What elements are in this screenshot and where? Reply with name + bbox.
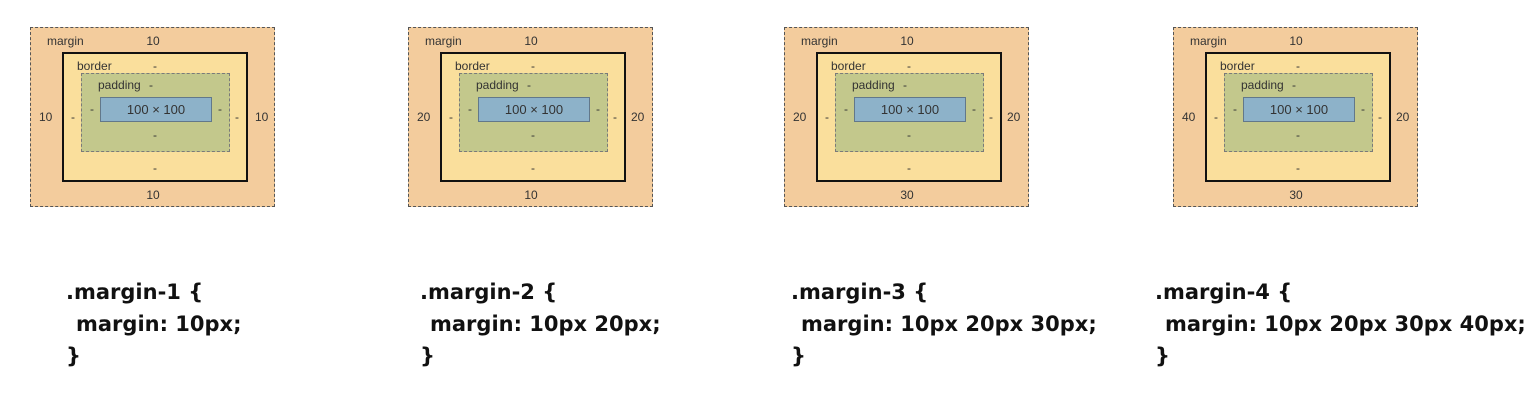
border-left-value: - (825, 110, 829, 124)
border-box: border - - - - padding - - - - 100 × 100 (440, 52, 626, 182)
padding-box: padding - - - - 100 × 100 (81, 73, 230, 152)
margin-left-value: 20 (417, 110, 431, 124)
border-bottom-value: - (907, 161, 911, 175)
css-rule-margin-4: .margin-4 { margin: 10px 20px 30px 40px;… (1155, 276, 1526, 372)
css-closing-brace: } (791, 344, 806, 368)
css-rule-margin-3: .margin-3 { margin: 10px 20px 30px; } (791, 276, 1097, 372)
padding-top-value: - (1292, 78, 1296, 92)
padding-label: padding (98, 78, 141, 92)
padding-left-value: - (844, 102, 848, 116)
margin-box: margin 10 40 20 30 border - - - - paddin… (1173, 27, 1418, 207)
css-selector: .margin-4 { (1155, 280, 1293, 304)
margin-box: margin 10 20 20 30 border - - - - paddin… (784, 27, 1029, 207)
border-top-value: - (1296, 59, 1300, 73)
css-selector: .margin-1 { (66, 280, 204, 304)
margin-right-value: 10 (255, 110, 269, 124)
margin-left-value: 40 (1182, 110, 1196, 124)
content-box: 100 × 100 (100, 97, 212, 122)
padding-box: padding - - - - 100 × 100 (835, 73, 984, 152)
padding-left-value: - (90, 102, 94, 116)
border-top-value: - (907, 59, 911, 73)
border-top-value: - (531, 59, 535, 73)
css-selector: .margin-3 { (791, 280, 929, 304)
box-model-panel-4: margin 10 40 20 30 border - - - - paddin… (1142, 0, 1526, 400)
css-declaration: margin: 10px 20px 30px; (801, 312, 1097, 336)
padding-bottom-value: - (1296, 128, 1300, 142)
border-label: border (831, 59, 866, 73)
border-right-value: - (235, 110, 239, 124)
css-declaration: margin: 10px 20px 30px 40px; (1165, 312, 1526, 336)
padding-top-value: - (903, 78, 907, 92)
margin-label: margin (425, 34, 462, 48)
margin-label: margin (801, 34, 838, 48)
content-box: 100 × 100 (1243, 97, 1355, 122)
css-declaration: margin: 10px 20px; (430, 312, 661, 336)
margin-bottom-value: 10 (146, 188, 160, 202)
border-box: border - - - - padding - - - - 100 × 100 (62, 52, 248, 182)
padding-right-value: - (1361, 102, 1365, 116)
box-model-panel-3: margin 10 20 20 30 border - - - - paddin… (754, 0, 1114, 400)
margin-top-value: 10 (524, 34, 538, 48)
padding-label: padding (476, 78, 519, 92)
border-label: border (455, 59, 490, 73)
margin-bottom-value: 30 (1289, 188, 1303, 202)
margin-right-value: 20 (1396, 110, 1410, 124)
border-label: border (77, 59, 112, 73)
padding-right-value: - (972, 102, 976, 116)
padding-left-value: - (1233, 102, 1237, 116)
border-right-value: - (989, 110, 993, 124)
margin-right-value: 20 (631, 110, 645, 124)
css-closing-brace: } (420, 344, 435, 368)
border-bottom-value: - (1296, 161, 1300, 175)
margin-left-value: 20 (793, 110, 807, 124)
margin-box: margin 10 10 10 10 border - - - - paddin… (30, 27, 275, 207)
padding-label: padding (852, 78, 895, 92)
padding-right-value: - (596, 102, 600, 116)
border-left-value: - (449, 110, 453, 124)
margin-right-value: 20 (1007, 110, 1021, 124)
border-box: border - - - - padding - - - - 100 × 100 (816, 52, 1002, 182)
content-box: 100 × 100 (478, 97, 590, 122)
css-selector: .margin-2 { (420, 280, 558, 304)
padding-top-value: - (527, 78, 531, 92)
padding-label: padding (1241, 78, 1284, 92)
padding-bottom-value: - (531, 128, 535, 142)
padding-box: padding - - - - 100 × 100 (459, 73, 608, 152)
box-model-panel-1: margin 10 10 10 10 border - - - - paddin… (0, 0, 360, 400)
border-top-value: - (153, 59, 157, 73)
border-bottom-value: - (531, 161, 535, 175)
border-bottom-value: - (153, 161, 157, 175)
margin-bottom-value: 30 (900, 188, 914, 202)
css-declaration: margin: 10px; (76, 312, 242, 336)
margin-label: margin (47, 34, 84, 48)
content-box: 100 × 100 (854, 97, 966, 122)
border-right-value: - (1378, 110, 1382, 124)
border-right-value: - (613, 110, 617, 124)
border-box: border - - - - padding - - - - 100 × 100 (1205, 52, 1391, 182)
css-closing-brace: } (1155, 344, 1170, 368)
padding-box: padding - - - - 100 × 100 (1224, 73, 1373, 152)
padding-right-value: - (218, 102, 222, 116)
css-rule-margin-1: .margin-1 { margin: 10px; } (66, 276, 242, 372)
padding-top-value: - (149, 78, 153, 92)
margin-top-value: 10 (146, 34, 160, 48)
margin-box: margin 10 20 20 10 border - - - - paddin… (408, 27, 653, 207)
margin-label: margin (1190, 34, 1227, 48)
margin-bottom-value: 10 (524, 188, 538, 202)
padding-left-value: - (468, 102, 472, 116)
padding-bottom-value: - (907, 128, 911, 142)
margin-top-value: 10 (900, 34, 914, 48)
border-left-value: - (1214, 110, 1218, 124)
margin-left-value: 10 (39, 110, 53, 124)
border-label: border (1220, 59, 1255, 73)
border-left-value: - (71, 110, 75, 124)
css-closing-brace: } (66, 344, 81, 368)
css-rule-margin-2: .margin-2 { margin: 10px 20px; } (420, 276, 661, 372)
box-model-panel-2: margin 10 20 20 10 border - - - - paddin… (378, 0, 738, 400)
padding-bottom-value: - (153, 128, 157, 142)
margin-top-value: 10 (1289, 34, 1303, 48)
